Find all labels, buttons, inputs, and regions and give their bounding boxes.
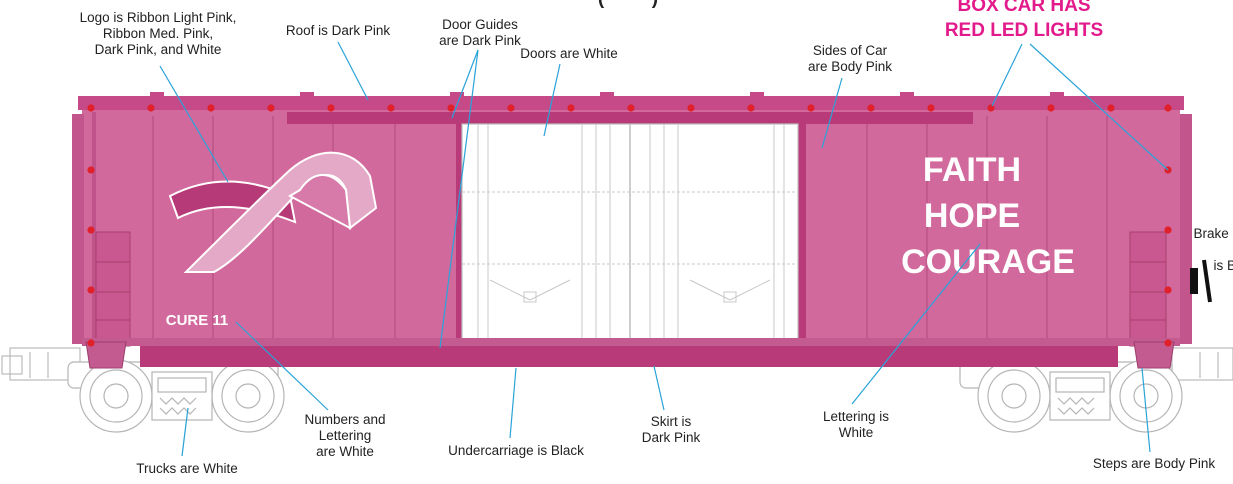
- right-end-details: [1129, 114, 1192, 347]
- leader-lines: [159, 41, 1169, 457]
- ribbon-logo: [168, 151, 378, 273]
- label-trucks: Trucks are White: [136, 461, 238, 476]
- right-truck: [959, 359, 1183, 433]
- left-truck: [67, 359, 285, 433]
- steps: [85, 341, 1175, 369]
- label-brake: Brake is B: [1186, 210, 1233, 274]
- door-guide-top: [287, 112, 973, 124]
- label-brake-line1: Brake: [1193, 226, 1229, 241]
- led-title-line2: RED LED LIGHTS: [944, 20, 1104, 41]
- label-door-guides: Door Guides are Dark Pink: [439, 17, 521, 48]
- brake-wheel: [1190, 259, 1212, 303]
- car-lettering-hope: HOPE: [924, 197, 1020, 235]
- led-lights: [87, 104, 1172, 347]
- doors: [461, 123, 799, 345]
- label-brake-line2: is B: [1213, 258, 1233, 273]
- label-lettering: Lettering is White: [822, 409, 890, 440]
- skirt: [140, 345, 1118, 367]
- right-coupler: [1171, 347, 1233, 381]
- car-lettering-courage: COURAGE: [901, 243, 1075, 281]
- label-doors: Doors are White: [520, 46, 618, 61]
- label-sides: Sides of Car are Body Pink: [807, 43, 893, 74]
- roof: [78, 96, 1184, 110]
- label-steps: Steps are Body Pink: [1092, 456, 1216, 471]
- top-partial-title: ( ): [540, 0, 716, 10]
- label-logo: Logo is Ribbon Light Pink, Ribbon Med. P…: [79, 10, 237, 57]
- led-title-line1: BOX CAR HAS: [957, 0, 1091, 16]
- side-panel-seams: [152, 116, 1108, 340]
- label-undercarriage: Undercarriage is Black: [448, 443, 584, 458]
- label-skirt: Skirt is Dark Pink: [641, 414, 701, 445]
- roof-walk-bumps: [150, 92, 1064, 98]
- car-lettering-faith: FAITH: [923, 151, 1021, 189]
- left-end-details: [72, 112, 131, 347]
- bottom-sill: [82, 338, 1180, 346]
- label-roof: Roof is Dark Pink: [285, 23, 391, 38]
- label-numbers: Numbers and Lettering are White: [304, 412, 386, 459]
- car-number: CURE 11: [166, 312, 229, 329]
